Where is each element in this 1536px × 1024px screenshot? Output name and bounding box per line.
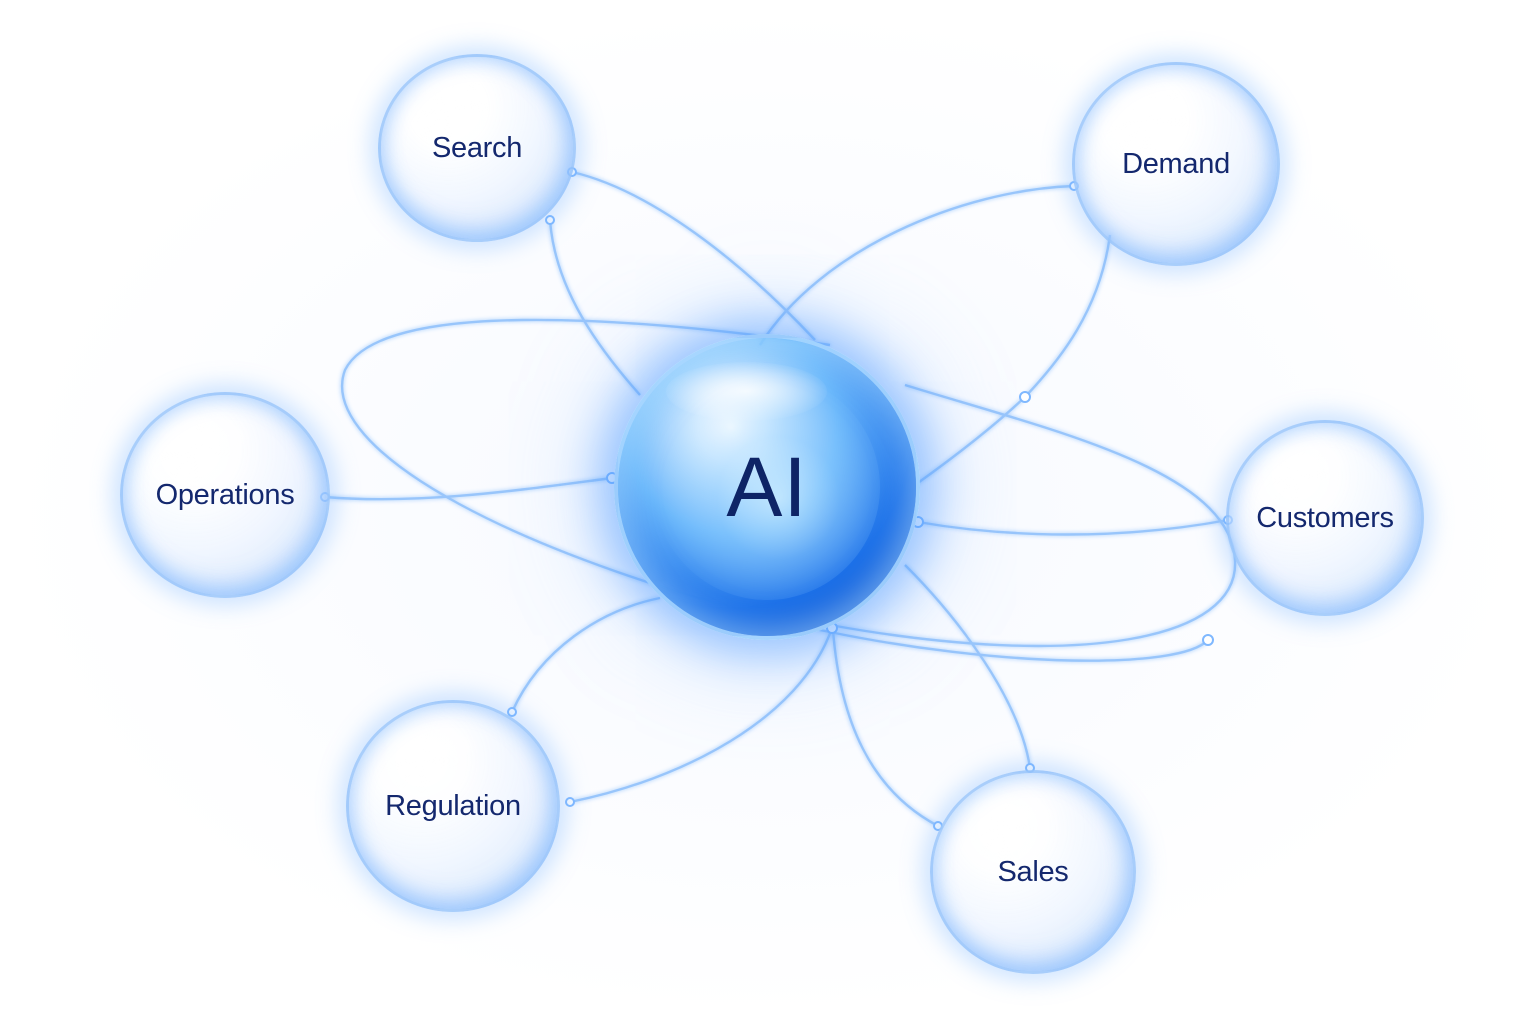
node-sales: Sales <box>930 770 1136 974</box>
link-demand-ai <box>758 184 1075 346</box>
junction-dot <box>545 215 555 225</box>
node-regulation: Regulation <box>346 700 560 912</box>
node-customers-label: Customers <box>1256 501 1394 534</box>
node-customers: Customers <box>1226 420 1424 616</box>
node-search-label: Search <box>431 131 523 164</box>
link-search-ai-2 <box>548 219 641 396</box>
ai-core-sphere: AI <box>614 334 920 640</box>
link-customers-ai <box>917 518 1229 536</box>
link-sales-ai <box>904 564 1032 769</box>
node-operations-label: Operations <box>155 478 295 511</box>
node-sales-label: Sales <box>997 855 1069 888</box>
node-operations: Operations <box>120 392 330 598</box>
junction-dot <box>1019 391 1031 403</box>
node-regulation-label: Regulation <box>385 789 521 822</box>
orbit-loop-left <box>340 318 1209 662</box>
link-operations-ai <box>324 476 613 501</box>
junction-dot <box>565 797 575 807</box>
link-search-ai <box>571 170 816 341</box>
junction-dot <box>507 707 517 717</box>
link-regulation-ai <box>510 596 661 713</box>
link-sales-ai-2 <box>831 629 939 828</box>
junction-dot <box>1202 634 1214 646</box>
node-demand-label: Demand <box>1122 147 1230 180</box>
ai-core-label: AI <box>726 439 808 534</box>
node-demand: Demand <box>1072 62 1280 266</box>
link-regulation-ai-2 <box>569 627 834 804</box>
link-demand-ai-2 <box>914 234 1112 486</box>
node-search: Search <box>378 54 576 242</box>
